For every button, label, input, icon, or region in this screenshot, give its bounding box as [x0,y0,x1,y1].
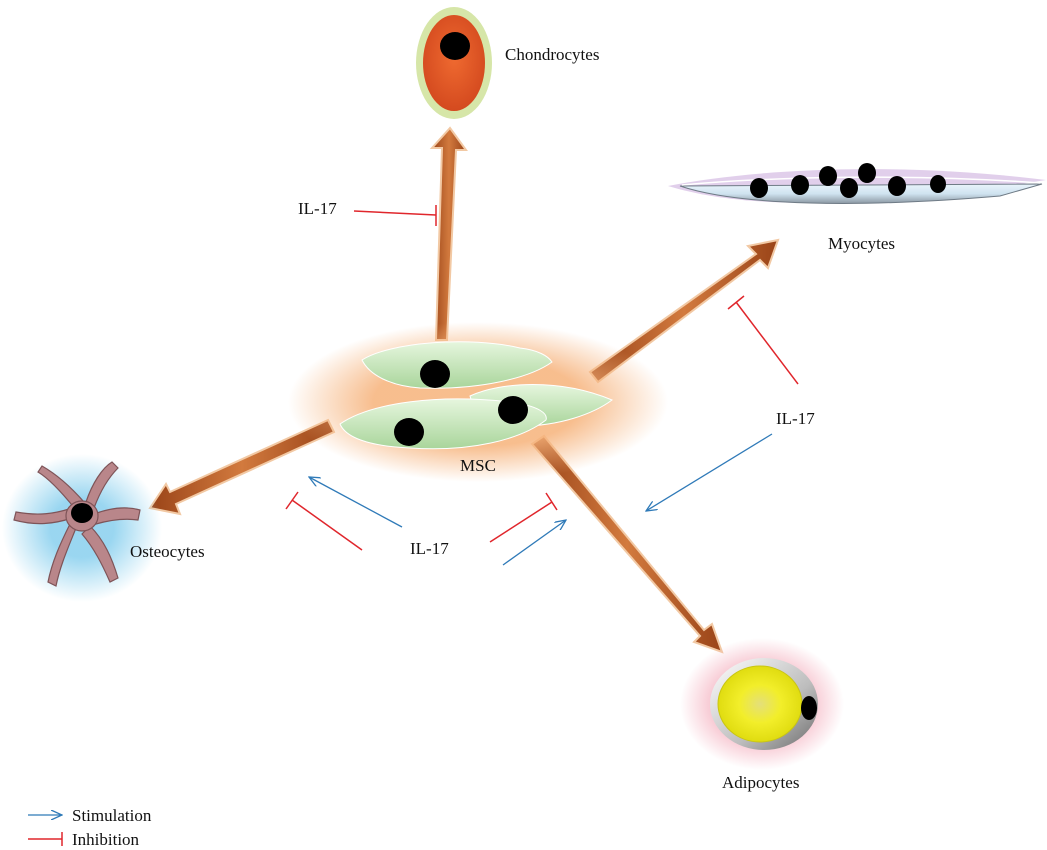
label-adipocytes: Adipocytes [722,773,799,792]
legend-stimulation-label: Stimulation [72,806,152,825]
label-osteocytes: Osteocytes [130,542,205,561]
legend: Stimulation Inhibition [28,806,152,849]
legend-inhibition-label: Inhibition [72,830,140,849]
il17-stimulate-osteocytes [309,477,402,527]
label-il17-center: IL-17 [410,539,449,558]
il17-inhibit-chondrocytes [354,205,436,226]
diff-arrow-chondrocytes [432,128,466,340]
il17-inhibit-myocytes [728,296,798,384]
osteocyte-cell [2,454,162,602]
adipocyte-cell [680,638,844,770]
il17-inhibit-osteocytes [286,492,362,550]
inhibition-bar-icon [28,832,62,846]
label-chondrocytes: Chondrocytes [505,45,599,64]
label-msc: MSC [460,456,496,475]
label-il17-right: IL-17 [776,409,815,428]
il17-inhibit-adipocytes [490,493,557,542]
chondrocyte-cell [416,7,492,119]
label-il17-top: IL-17 [298,199,337,218]
label-myocytes: Myocytes [828,234,895,253]
legend-inhibition: Inhibition [28,830,140,849]
legend-stimulation: Stimulation [28,806,152,825]
il17-stimulate-adipocytes-right [646,434,772,511]
myocyte-cell [668,163,1046,203]
